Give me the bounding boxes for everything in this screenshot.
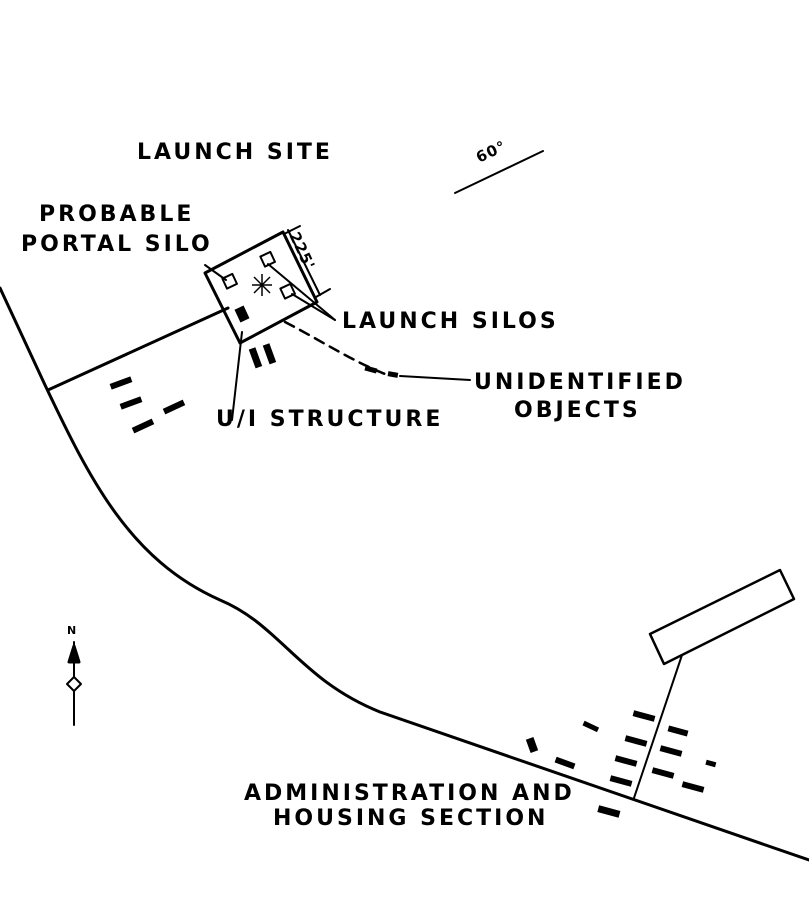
unidentified-objects-label-line2: OBJECTS [514,398,641,423]
launch-site-perimeter [203,230,319,345]
main-road [0,286,809,862]
bearing-arrow [454,150,544,194]
silo-burst-icon [252,274,272,296]
launch-silos-label: LAUNCH SILOS [342,309,559,334]
admin-building [648,568,796,666]
portal-silo-marker [221,272,238,290]
structure-blocks [109,305,717,818]
access-road [46,306,230,392]
launch-silo-marker-1 [259,250,276,268]
unidentified-objects-label-line1: UNIDENTIFIED [474,370,686,395]
ui-structure-label: U/I STRUCTURE [216,407,444,432]
north-arrow-icon: N [67,624,77,637]
launch-site-label: LAUNCH SITE [137,140,333,165]
probable-portal-silo-label-line2: PORTAL SILO [21,232,213,257]
admin-label-line2: HOUSING SECTION [273,806,549,831]
admin-label-line1: ADMINISTRATION AND [244,781,575,806]
probable-portal-silo-label-line1: PROBABLE [39,202,195,227]
launch-silo-marker-2 [279,282,296,300]
